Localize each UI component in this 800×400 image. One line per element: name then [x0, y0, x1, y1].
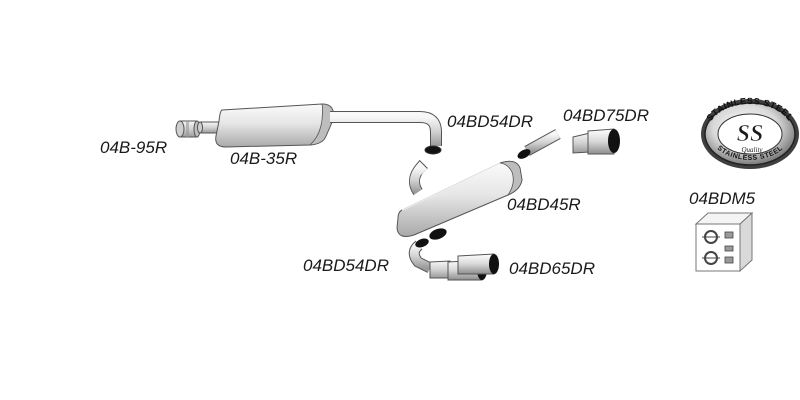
label-04bd54dr-upper: 04BD54DR [447, 112, 533, 131]
part-04bd45r [396, 159, 523, 240]
label-04b-35r: 04B-35R [230, 149, 298, 168]
stainless-steel-quality-badge-icon: STAINLESS STEEL STAINLESS STEEL SS Quali… [701, 96, 799, 169]
part-04bd54dr-upper [517, 129, 561, 159]
mounting-kit-box-icon [694, 211, 754, 273]
logo-letters: SS [737, 121, 764, 147]
logo-sub-text: Quality [742, 146, 764, 154]
label-04bdm5: 04BDM5 [689, 189, 756, 208]
part-04b-35r [197, 103, 442, 155]
label-04bd75dr: 04BD75DR [563, 106, 649, 125]
part-04bd54dr-lower [408, 238, 433, 273]
label-04b-95r: 04B-95R [100, 138, 168, 157]
part-04bd65dr [429, 253, 499, 281]
label-04bd45r: 04BD45R [507, 195, 581, 214]
part-04bd75dr [572, 128, 620, 155]
label-04bd54dr-lower: 04BD54DR [303, 256, 389, 275]
label-04bd65dr: 04BD65DR [509, 259, 595, 278]
part-04b-95r [175, 120, 201, 138]
